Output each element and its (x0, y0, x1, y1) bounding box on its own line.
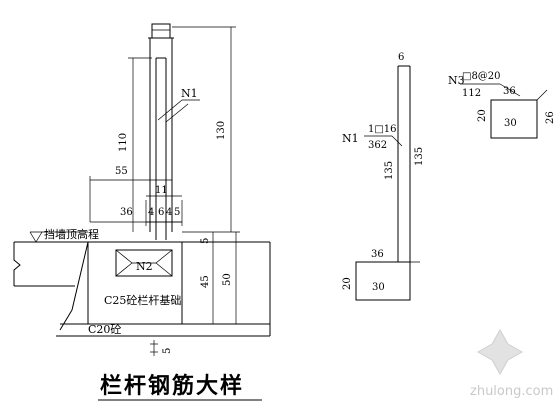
wall-break-left (13, 242, 21, 286)
sleeve-diag-4 (155, 262, 173, 277)
n3-length: 112 (462, 88, 481, 99)
seg-5-text: 5 (174, 207, 180, 218)
seg-4b-text: 4 (166, 207, 172, 218)
n1-tag: N1 (342, 132, 359, 145)
foundation-label: C25砼栏杆基础 (104, 293, 181, 307)
bar-n2-label: N2 (136, 260, 153, 273)
n3-dim-26-text: 26 (545, 111, 556, 124)
bottom-dim-text: 5 (162, 348, 173, 354)
n1-dim-36-text: 36 (371, 249, 384, 260)
n3-stirrup-detail: N3 □8@20 112 36 30 20 26 (448, 71, 556, 139)
n1-bar-detail: 6 135 135 36 30 20 N1 1□16 362 (342, 52, 425, 301)
dim-36-text: 36 (120, 207, 133, 218)
n1-dim-20-text: 20 (342, 277, 353, 290)
post-foundation: N2 C25砼栏杆基础 5 45 50 (87, 231, 240, 325)
watermark-text: zhulong.com (470, 384, 553, 399)
base-concrete-label: C20砼 (88, 323, 121, 336)
base-concrete: C20砼 5 (56, 242, 271, 356)
seg-6-text: 6 (158, 207, 164, 218)
n1-foot (355, 261, 411, 301)
n3-spec: □8@20 (462, 71, 501, 82)
wall-face-lower (59, 309, 73, 331)
watermark-logo (476, 328, 524, 376)
n1-dim-135b-text: 135 (414, 147, 425, 166)
post-cap (151, 23, 171, 39)
n3-dim-36-text: 36 (503, 86, 516, 97)
dim-50-text: 50 (222, 273, 233, 286)
retaining-wall-top-label: 挡墙顶高程 (44, 227, 99, 241)
n3-spec-leader (499, 83, 521, 97)
elev-mark-b (35, 231, 43, 243)
dim-5-text: 5 (200, 238, 211, 244)
n1-spec-leader (391, 135, 403, 147)
seg-4a-text: 4 (148, 207, 154, 218)
sleeve-diag-2 (115, 262, 133, 277)
dim-130-text: 130 (216, 121, 227, 140)
dim-11-text: 11 (155, 185, 168, 196)
n1-leader-1 (157, 99, 183, 121)
sleeve-diag-3 (155, 249, 173, 264)
n3-hook (536, 89, 548, 101)
foundation-outline (87, 241, 183, 325)
drawing-title: 栏杆钢筋大样 (100, 373, 244, 399)
dim-110-text: 110 (118, 133, 129, 152)
n3-dim-20-text: 20 (477, 109, 488, 122)
sleeve-diag-1 (115, 249, 133, 264)
n1-spec: 1□16 (368, 124, 397, 135)
n3-rect (490, 99, 538, 139)
n1-length: 362 (368, 140, 387, 151)
n1-dim-135a-text: 135 (384, 161, 395, 180)
dim-55-text: 55 (115, 166, 128, 177)
post-elevation: N1 110 130 55 11 36 4 6 4 5 (89, 23, 236, 240)
elev-mark-a (29, 231, 37, 243)
retaining-wall: 挡墙顶高程 (13, 227, 270, 331)
n1-dim-6-text: 6 (398, 52, 404, 63)
n1-dim-30-text: 30 (372, 282, 385, 293)
watermark: zhulong.com (470, 328, 553, 399)
n3-dim-30-text: 30 (504, 118, 517, 129)
bar-n1-label: N1 (181, 87, 198, 100)
sleeve-outline (115, 249, 173, 277)
dim-45-text: 45 (200, 275, 211, 288)
n1-leader-2 (165, 103, 189, 123)
wall-face (71, 241, 89, 311)
